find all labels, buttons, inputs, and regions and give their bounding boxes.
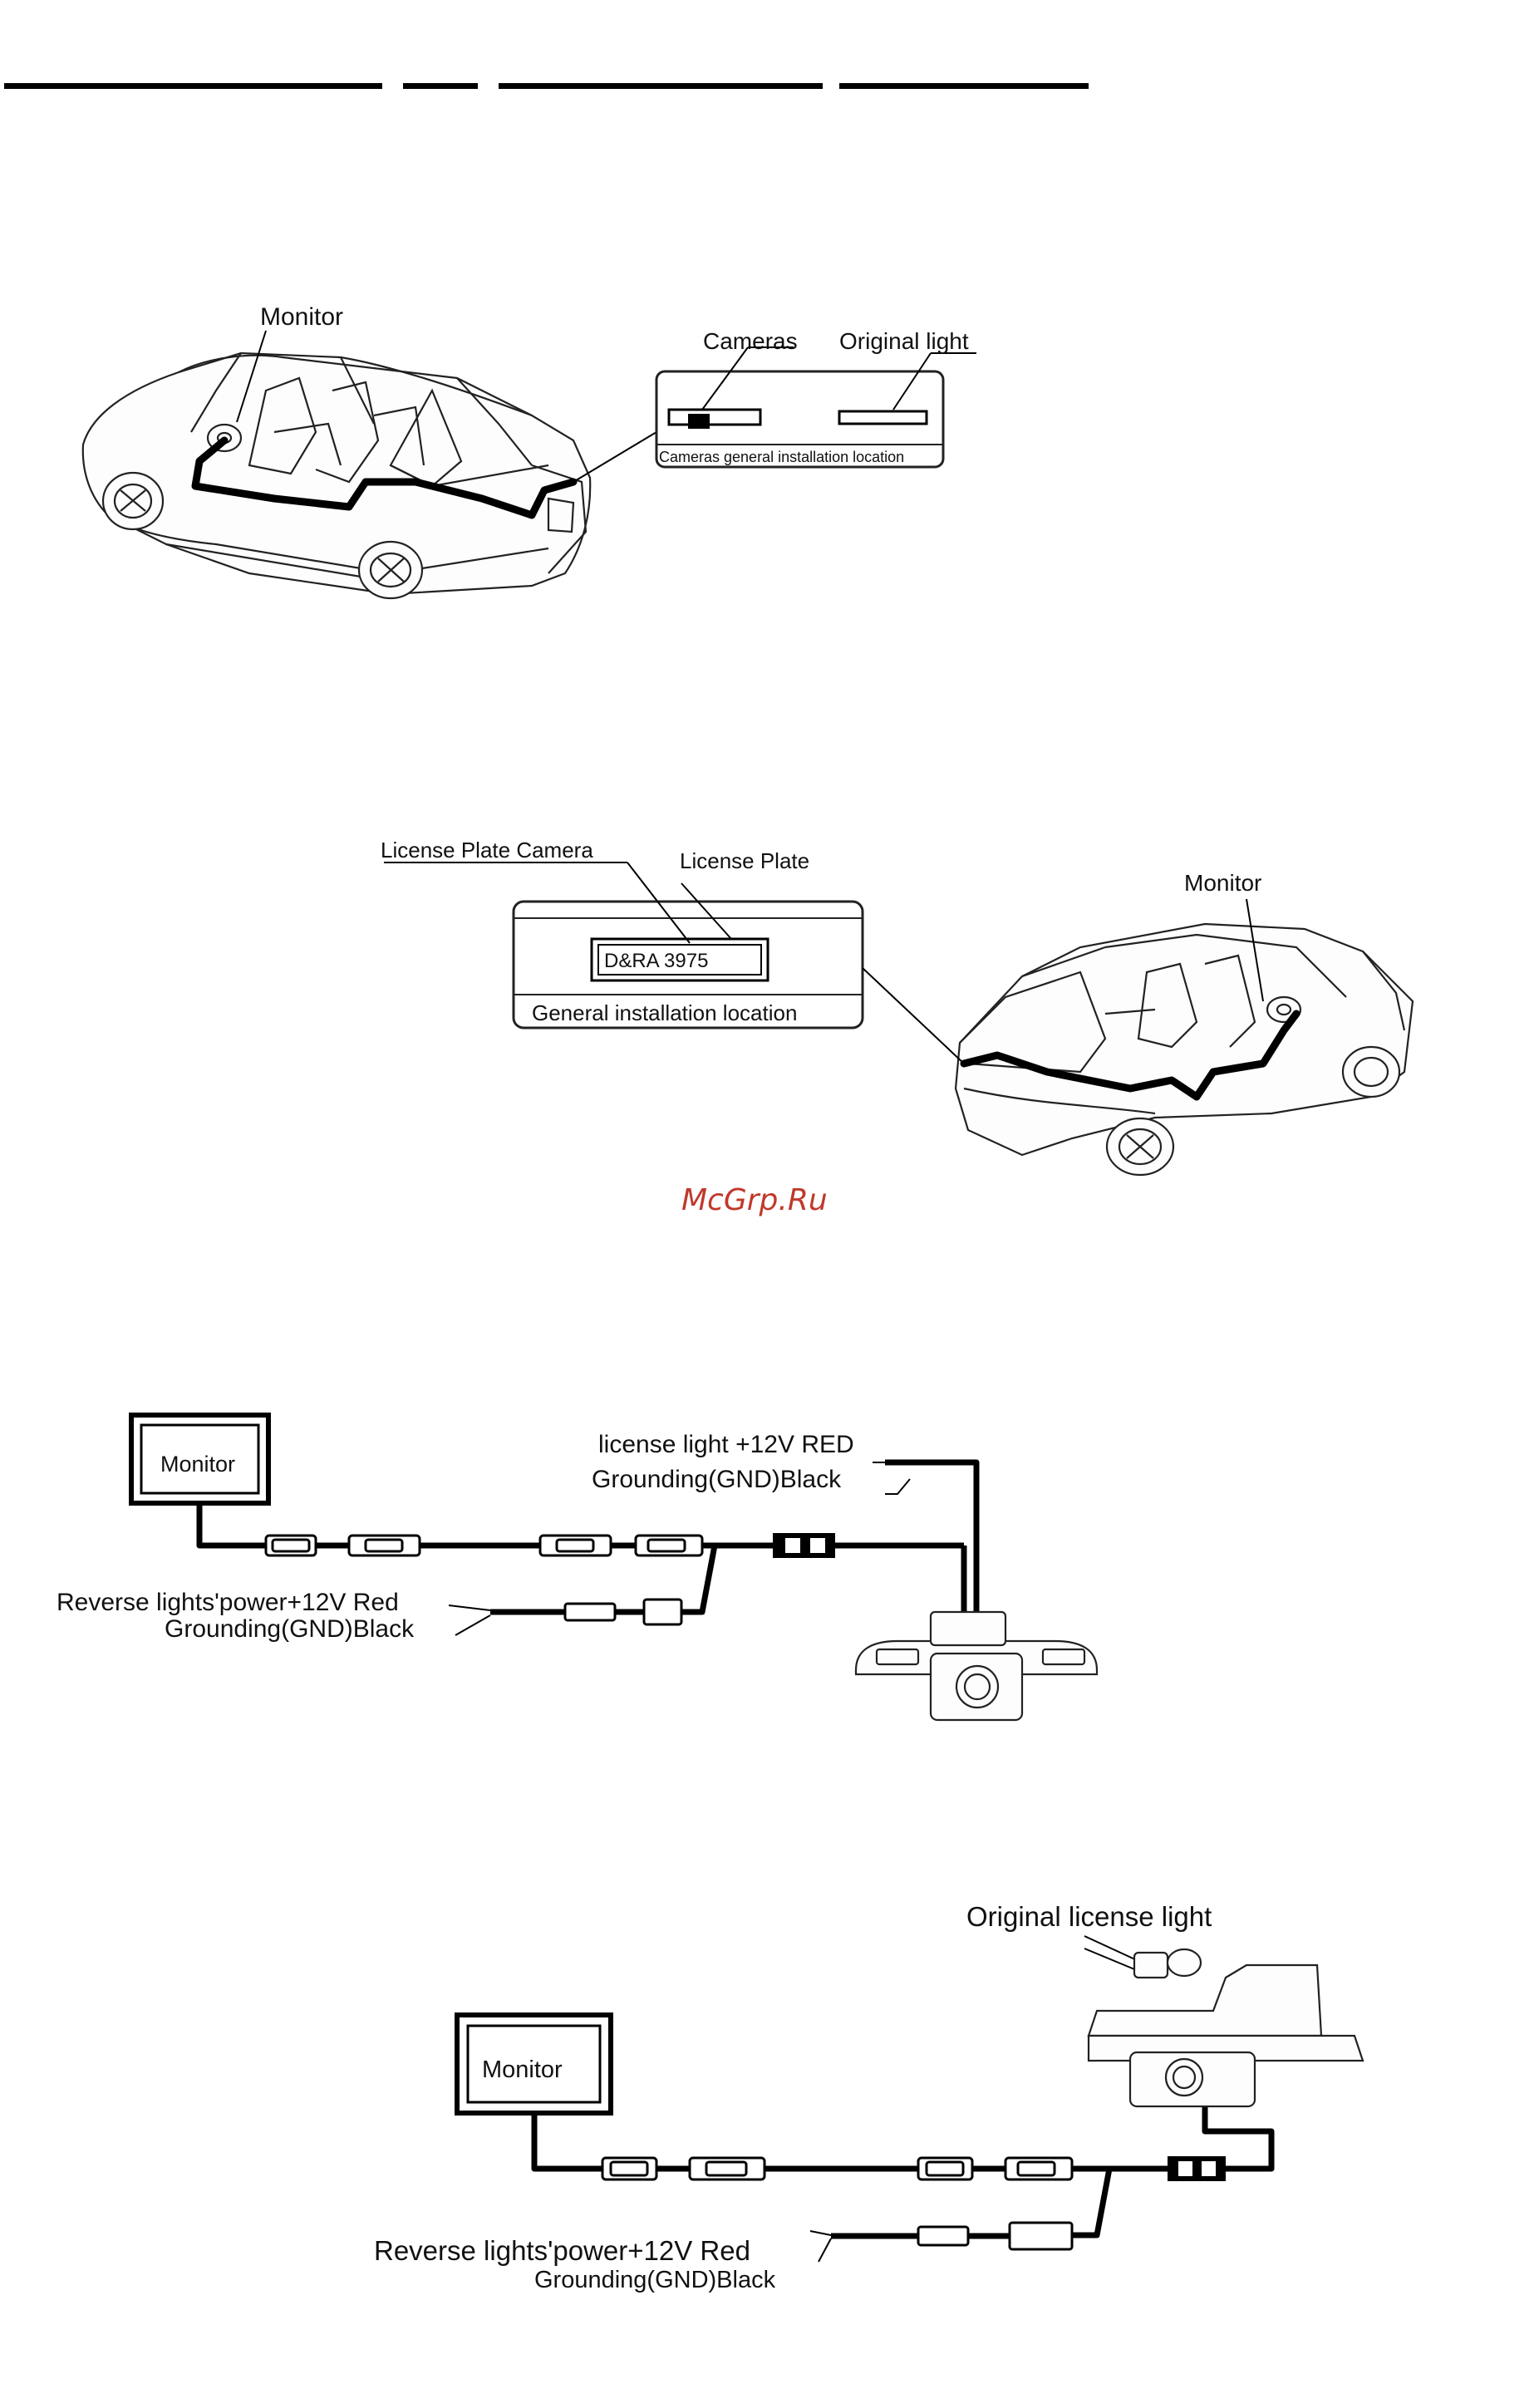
ground-bottom-label: Grounding(GND)Black <box>165 1615 415 1643</box>
camera-unit <box>854 1610 1099 1722</box>
power-plug <box>1008 2221 1074 2251</box>
wiring-diagram-2: Original license light Monitor <box>374 1901 1364 2293</box>
original-light-label: Original light <box>839 328 969 354</box>
plate-inset: D&RA 3975 General installation location <box>512 900 864 1030</box>
license-plate-label: License Plate <box>680 848 809 873</box>
power-connector <box>773 1533 835 1558</box>
wiring-diagram-1: Monitor <box>57 1413 1099 1722</box>
monitor-box-label-2: Monitor <box>482 2057 563 2083</box>
rca-connector <box>634 1534 704 1557</box>
original-light-shape <box>838 410 928 425</box>
diagram-sedan-installation: Monitor Cameras Original light Cameras g… <box>81 303 976 600</box>
monitor-box: Monitor <box>129 1413 271 1506</box>
ground-top-label: Grounding(GND)Black <box>592 1466 842 1493</box>
sedan-illustration <box>81 351 657 600</box>
license-plate-shape <box>590 937 769 982</box>
camera-mount-shape <box>667 408 762 426</box>
rca-connector <box>917 2156 974 2181</box>
ground-label-2: Grounding(GND)Black <box>534 2267 776 2293</box>
monitor-label-2: Monitor <box>1184 870 1261 896</box>
inset-caption: Cameras general installation location <box>659 449 904 465</box>
cameras-inset: Cameras Original light Cameras general i… <box>655 328 976 469</box>
monitor-box-2: Monitor <box>455 2012 613 2116</box>
rca-connector <box>538 1534 612 1557</box>
inset-caption-2: General installation location <box>532 1000 797 1025</box>
power-plug <box>917 2225 970 2247</box>
power-connector <box>1168 2156 1226 2181</box>
power-plug <box>563 1602 617 1622</box>
rca-connector <box>601 2156 658 2181</box>
monitor-box-label: Monitor <box>160 1452 235 1477</box>
watermark: McGrp.Ru <box>681 1183 828 1217</box>
rca-connector <box>688 2156 766 2181</box>
rca-connector <box>347 1534 421 1557</box>
reverse-label-2: Reverse lights'power+12V Red <box>374 2235 750 2266</box>
license-plate-camera-label: License Plate Camera <box>381 838 593 862</box>
rca-connector <box>264 1534 317 1557</box>
header-rule <box>4 83 1089 89</box>
power-plug <box>642 1598 683 1626</box>
monitor-leader-line <box>236 330 267 423</box>
rca-connector <box>1004 2156 1074 2181</box>
diagram-hatchback-installation: D&RA 3975 General installation location … <box>381 838 1414 1177</box>
cameras-label: Cameras <box>703 328 798 354</box>
hatchback-illustration <box>862 922 1414 1177</box>
license-light-label: license light +12V RED <box>598 1431 854 1458</box>
camera-unit-2 <box>1087 1963 1364 2108</box>
original-license-light-label: Original license light <box>966 1901 1212 1932</box>
plate-text: D&RA 3975 <box>604 950 708 972</box>
bulb-socket <box>1133 1948 1202 1979</box>
reverse-label: Reverse lights'power+12V Red <box>57 1589 399 1616</box>
monitor-label: Monitor <box>260 303 343 331</box>
